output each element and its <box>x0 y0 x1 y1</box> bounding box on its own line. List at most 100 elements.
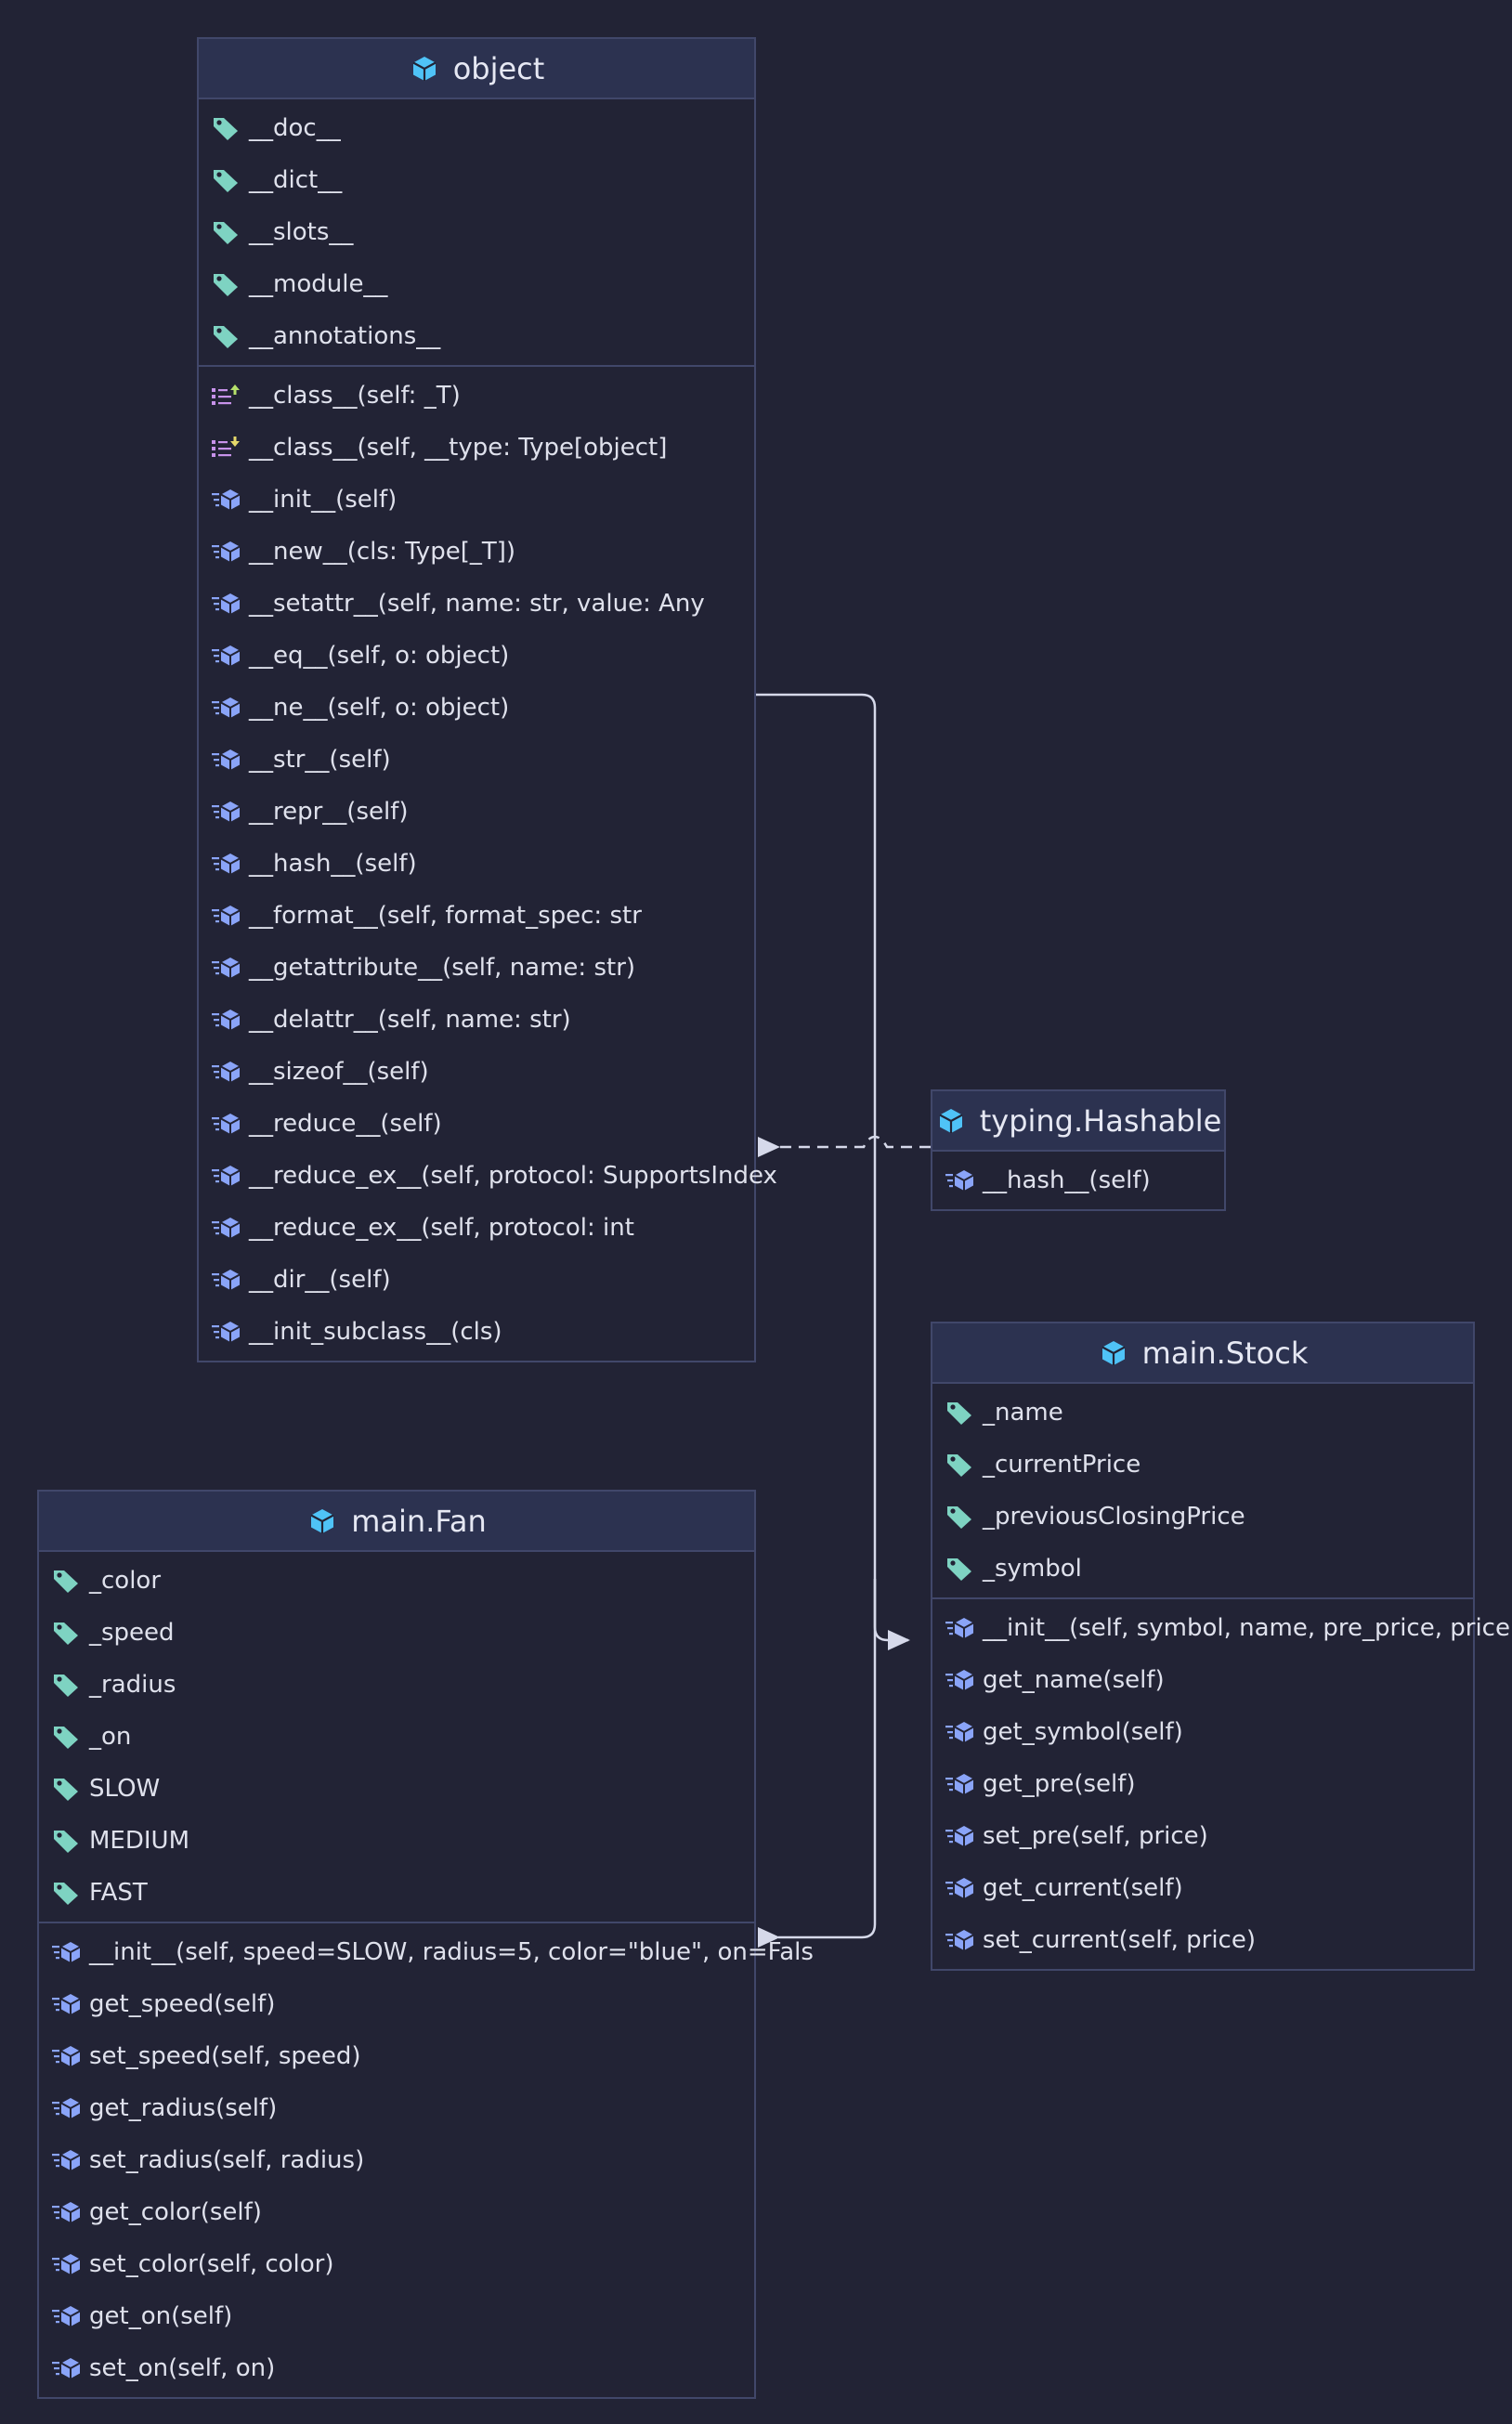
field-row[interactable]: __annotations__ <box>199 310 754 362</box>
field-icon <box>210 322 241 350</box>
class-node-hashable[interactable]: typing.Hashable__hash__(self) <box>931 1089 1226 1211</box>
methods-section: __class__(self: _T)__class__(self, __typ… <box>199 365 777 1361</box>
field-icon <box>944 1451 975 1479</box>
method-label: __new__(cls: Type[_T]) <box>249 538 516 566</box>
field-label: __slots__ <box>249 218 354 246</box>
method-row[interactable]: get_pre(self) <box>932 1758 1473 1810</box>
field-label: __doc__ <box>249 114 341 142</box>
method-row[interactable]: get_radius(self) <box>39 2082 754 2134</box>
class-header[interactable]: object <box>199 39 754 99</box>
method-icon <box>944 1926 975 1954</box>
method-icon <box>50 2094 82 2122</box>
method-label: get_symbol(self) <box>983 1718 1183 1746</box>
field-row[interactable]: __doc__ <box>199 102 754 154</box>
field-row[interactable]: _color <box>39 1555 754 1607</box>
field-row[interactable]: _on <box>39 1711 754 1763</box>
class-header[interactable]: typing.Hashable <box>932 1091 1224 1152</box>
field-icon <box>50 1567 82 1595</box>
method-row[interactable]: get_symbol(self) <box>932 1706 1473 1758</box>
field-row[interactable]: FAST <box>39 1867 754 1919</box>
method-label: __sizeof__(self) <box>249 1058 429 1086</box>
method-label: __reduce__(self) <box>249 1110 442 1138</box>
edge-object-to-stock <box>756 693 910 1650</box>
edge-hashable-to-object <box>758 1135 931 1157</box>
field-row[interactable]: __dict__ <box>199 154 754 206</box>
field-row[interactable]: _previousClosingPrice <box>932 1491 1473 1543</box>
field-icon <box>50 1723 82 1751</box>
method-row[interactable]: __class__(self: _T) <box>199 370 754 422</box>
field-row[interactable]: __slots__ <box>199 206 754 258</box>
method-row[interactable]: __hash__(self) <box>199 838 754 890</box>
method-row[interactable]: __reduce__(self) <box>199 1098 754 1150</box>
method-row[interactable]: set_pre(self, price) <box>932 1810 1473 1862</box>
method-icon <box>50 2354 82 2382</box>
method-row[interactable]: set_on(self, on) <box>39 2342 754 2394</box>
class-node-object[interactable]: object __doc__ __dict__ __slots__ __module__… <box>197 37 777 1362</box>
method-row[interactable]: set_speed(self, speed) <box>39 2030 754 2082</box>
field-row[interactable]: _symbol <box>932 1543 1473 1595</box>
method-label: get_pre(self) <box>983 1770 1136 1798</box>
method-label: __reduce_ex__(self, protocol: SupportsIn… <box>249 1162 777 1190</box>
field-row[interactable]: _speed <box>39 1607 754 1659</box>
method-row[interactable]: get_current(self) <box>932 1862 1473 1914</box>
method-row[interactable]: get_speed(self) <box>39 1978 754 2030</box>
method-label: get_radius(self) <box>89 2094 278 2122</box>
method-row[interactable]: get_name(self) <box>932 1654 1473 1706</box>
field-row[interactable]: _currentPrice <box>932 1439 1473 1491</box>
method-icon <box>50 2302 82 2330</box>
method-row[interactable]: __class__(self, __type: Type[object] <box>199 422 754 474</box>
method-row[interactable]: __dir__(self) <box>199 1254 754 1306</box>
method-row[interactable]: __init__(self, symbol, name, pre_price, … <box>932 1602 1510 1654</box>
method-row[interactable]: set_color(self, color) <box>39 2238 754 2290</box>
edge-object-to-fan <box>758 1579 877 1948</box>
class-icon <box>306 1507 338 1535</box>
method-row[interactable]: __eq__(self, o: object) <box>199 630 754 682</box>
method-label: get_current(self) <box>983 1874 1183 1902</box>
field-icon <box>210 270 241 298</box>
method-row[interactable]: set_current(self, price) <box>932 1914 1473 1966</box>
field-icon <box>944 1503 975 1531</box>
field-row[interactable]: SLOW <box>39 1763 754 1815</box>
methods-section: __hash__(self) <box>932 1152 1224 1209</box>
method-label: __getattribute__(self, name: str) <box>249 954 636 982</box>
method-row[interactable]: __reduce_ex__(self, protocol: int <box>199 1202 754 1254</box>
method-row[interactable]: __init__(self) <box>199 474 754 526</box>
method-row[interactable]: get_color(self) <box>39 2186 754 2238</box>
method-label: __hash__(self) <box>249 850 417 878</box>
method-row[interactable]: __format__(self, format_spec: str <box>199 890 754 942</box>
method-icon <box>50 2146 82 2174</box>
field-row[interactable]: _name <box>932 1387 1473 1439</box>
fields-section: __doc__ __dict__ __slots__ __module__ __anno… <box>199 99 754 365</box>
field-row[interactable]: MEDIUM <box>39 1815 754 1867</box>
method-icon <box>210 1162 241 1190</box>
method-row[interactable]: __ne__(self, o: object) <box>199 682 754 734</box>
method-row[interactable]: __getattribute__(self, name: str) <box>199 942 754 994</box>
method-row[interactable]: __setattr__(self, name: str, value: Any <box>199 578 754 630</box>
method-row[interactable]: get_on(self) <box>39 2290 754 2342</box>
method-row[interactable]: __str__(self) <box>199 734 754 786</box>
method-row[interactable]: __reduce_ex__(self, protocol: SupportsIn… <box>199 1150 777 1202</box>
method-icon <box>210 850 241 878</box>
method-icon <box>944 1614 975 1642</box>
method-label: __init_subclass__(cls) <box>249 1318 502 1346</box>
method-row[interactable]: __init__(self, speed=SLOW, radius=5, col… <box>39 1926 814 1978</box>
class-header[interactable]: main.Stock <box>932 1323 1473 1384</box>
method-label: __setattr__(self, name: str, value: Any <box>249 590 705 618</box>
method-icon <box>50 1990 82 2018</box>
method-row[interactable]: __init_subclass__(cls) <box>199 1306 754 1358</box>
method-row[interactable]: set_radius(self, radius) <box>39 2134 754 2186</box>
method-row[interactable]: __new__(cls: Type[_T]) <box>199 526 754 578</box>
method-row[interactable]: __sizeof__(self) <box>199 1046 754 1098</box>
class-node-stock[interactable]: main.Stock_name_currentPrice_previousClo… <box>931 1322 1510 1971</box>
field-label: __annotations__ <box>249 322 441 350</box>
method-row[interactable]: __delattr__(self, name: str) <box>199 994 754 1046</box>
class-title: object <box>452 50 545 86</box>
method-icon <box>210 538 241 566</box>
method-row[interactable]: __repr__(self) <box>199 786 754 838</box>
field-row[interactable]: _radius <box>39 1659 754 1711</box>
method-label: __ne__(self, o: object) <box>249 694 510 722</box>
method-row[interactable]: __hash__(self) <box>932 1154 1224 1206</box>
class-header[interactable]: main.Fan <box>39 1492 754 1552</box>
field-row[interactable]: __module__ <box>199 258 754 310</box>
